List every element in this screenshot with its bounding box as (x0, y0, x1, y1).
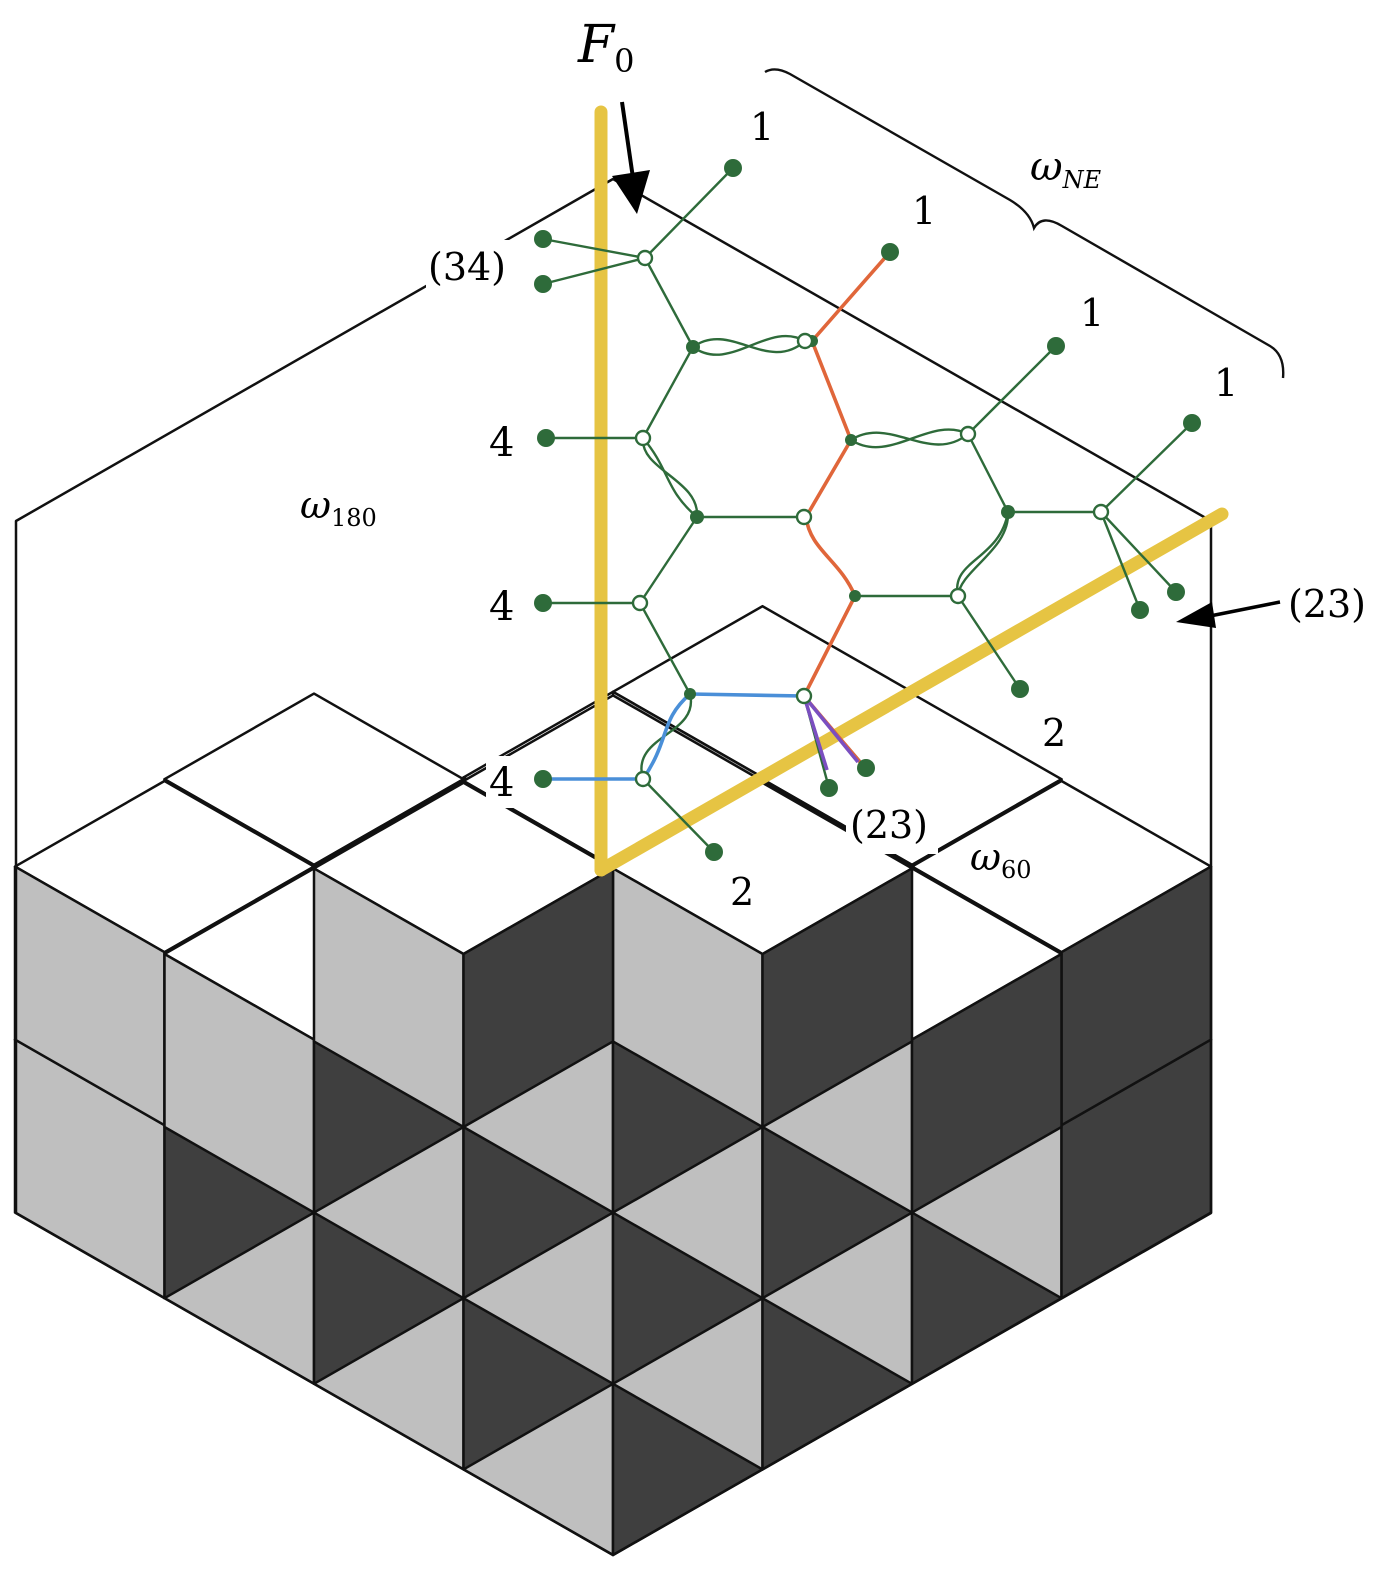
graph-boundary-vertices (534, 159, 1201, 861)
label-four-c-bg (486, 756, 522, 808)
label-four-a-bg (486, 414, 522, 466)
dual-graph (534, 159, 1201, 861)
label-perm-34-bg (426, 240, 516, 290)
label-omega-ne: ωNE (1030, 144, 1102, 194)
label-two-a: 2 (730, 870, 754, 914)
tile-right (910, 952, 1063, 1214)
label-omega-60: ω60 (970, 835, 1032, 884)
label-omega-60-bg (966, 838, 1050, 886)
frozen-line-diagonal (594, 507, 1229, 877)
label-omega-180-bg (296, 484, 402, 532)
label-perm-23-mid-bg (846, 796, 938, 854)
label-four-b-bg (486, 580, 522, 632)
label-perm-34: (34) (428, 245, 506, 289)
lozenge-tiles (13, 604, 1213, 1557)
label-f0: F0 (577, 15, 634, 80)
arrows (612, 101, 1281, 628)
label-one-b: 1 (912, 189, 936, 233)
label-four-a: 4 (489, 420, 514, 466)
arrow-23-shaft (1209, 600, 1281, 618)
label-one-c: 1 (1080, 291, 1104, 335)
path-purple (802, 694, 860, 771)
label-four-c: 4 (489, 760, 514, 806)
brace-omega-ne (764, 68, 1285, 379)
arrow-f0-head (612, 170, 650, 214)
label-two-b: 2 (1042, 711, 1066, 755)
arrow-f0-shaft (620, 101, 635, 179)
labels: F0 ωNE ω180 ω60 (34) (23) (23) 1 1 1 1 4… (296, 15, 1366, 914)
label-perm-23-mid: (23) (850, 803, 928, 847)
label-one-d: 1 (1214, 361, 1238, 405)
label-omega-180: ω180 (300, 483, 377, 532)
label-perm-23-right: (23) (1288, 582, 1366, 626)
frozen-region-lines (594, 105, 1229, 877)
label-four-b: 4 (489, 584, 514, 630)
arrow-23-head (1176, 602, 1216, 628)
label-one-a: 1 (750, 105, 774, 149)
graph-inner-vertices (631, 249, 1110, 788)
tile-right (761, 867, 914, 1129)
